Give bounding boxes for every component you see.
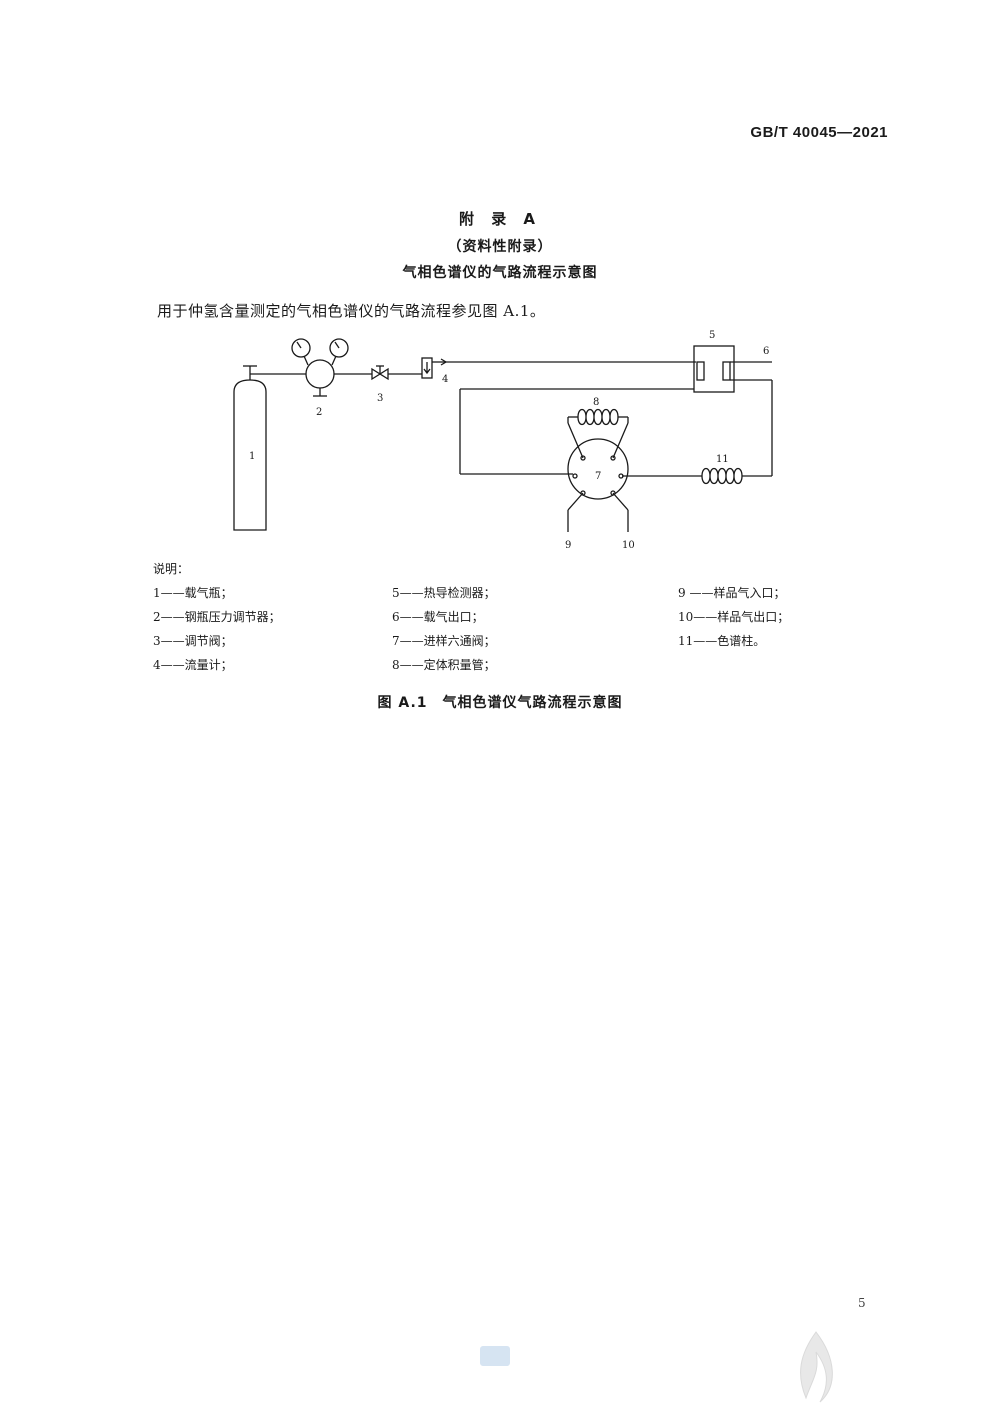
label-10: 10 [622, 540, 635, 551]
intro-paragraph: 用于仲氢含量测定的气相色谱仪的气路流程参见图 A.1。 [157, 302, 546, 320]
annex-heading: 气相色谱仪的气路流程示意图 [402, 265, 598, 281]
label-5: 5 [709, 330, 715, 341]
flame-logo-icon [800, 1331, 833, 1403]
label-2: 2 [316, 407, 322, 418]
figure-caption: 图 A.1 气相色谱仪气路流程示意图 [377, 695, 623, 711]
annex-subtitle: （资料性附录） [447, 239, 553, 255]
legend-item: 10——样品气出口； [678, 610, 790, 624]
six-way-valve [567, 417, 629, 532]
thermal-conductivity-detector [460, 345, 772, 393]
label-6: 6 [763, 346, 769, 357]
sac-stamp-logo [480, 1346, 510, 1366]
chromatographic-column [701, 467, 743, 485]
standard-code: GB/T 40045—2021 [750, 124, 888, 141]
sample-loop [568, 408, 628, 426]
label-11: 11 [716, 454, 729, 465]
label-9: 9 [565, 540, 571, 551]
legend-item: 1——载气瓶； [153, 586, 233, 600]
legend-item: 8——定体积量管； [392, 658, 496, 672]
legend-item: 7——进样六通阀； [392, 634, 496, 648]
legend-title: 说明： [153, 562, 190, 576]
legend-item: 6——载气出口； [392, 610, 484, 624]
label-7: 7 [595, 471, 601, 482]
label-3: 3 [377, 393, 383, 404]
gas-flow-diagram: 1 2 3 4 5 6 7 8 9 10 11 [233, 330, 773, 551]
pressure-regulator [291, 338, 372, 397]
watermark-logo [786, 1328, 996, 1408]
legend-item: 3——调节阀； [153, 634, 233, 648]
legend-item: 5——热导检测器； [392, 586, 496, 600]
legend-item: 2——钢瓶压力调节器； [153, 610, 281, 624]
legend-item: 11——色谱柱。 [678, 634, 766, 648]
regulating-valve [371, 365, 422, 381]
flow-meter [421, 357, 696, 379]
gas-cylinder [233, 365, 306, 531]
legend-item: 9 ——样品气入口； [678, 586, 786, 600]
carrier-loop [459, 380, 773, 477]
legend-item: 4——流量计； [153, 658, 233, 672]
annex-title: 附 录 A [458, 210, 542, 228]
label-1: 1 [249, 451, 255, 462]
page-number: 5 [858, 1296, 866, 1310]
label-8: 8 [593, 397, 599, 408]
label-4: 4 [442, 374, 448, 385]
